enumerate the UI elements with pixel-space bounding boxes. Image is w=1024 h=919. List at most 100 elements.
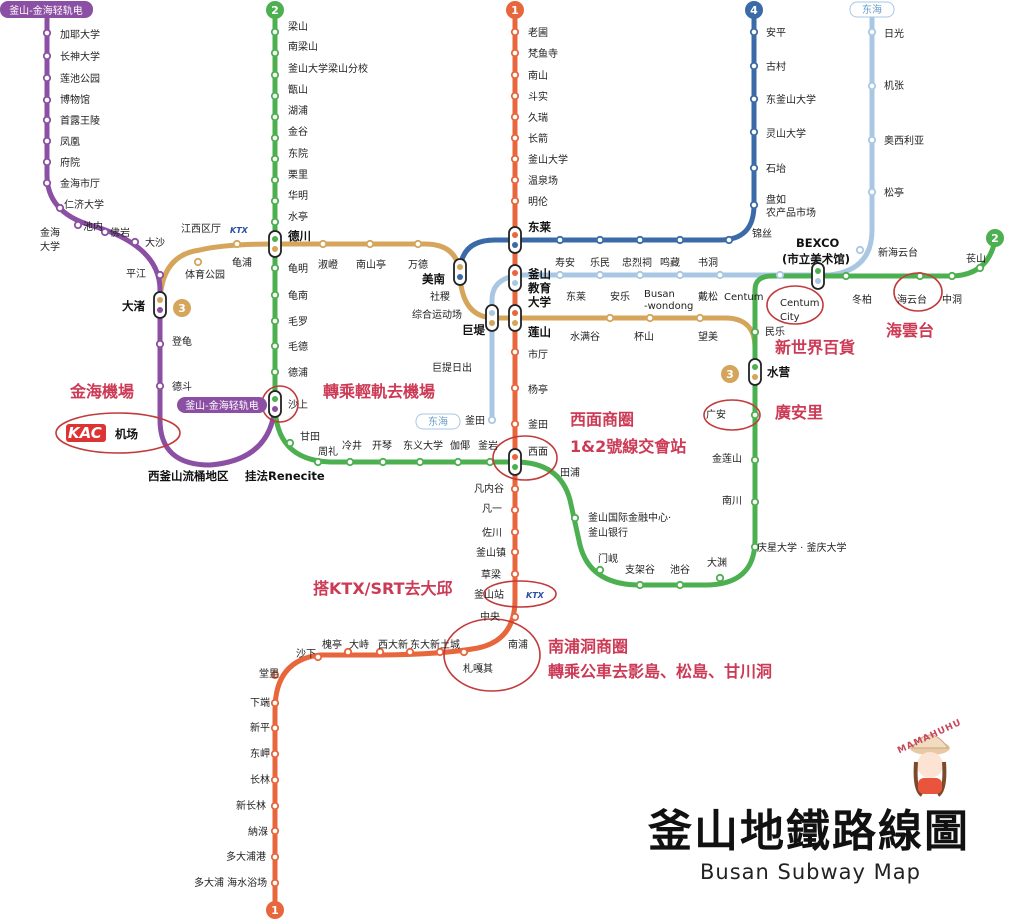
station-label: 毛德 — [288, 340, 308, 353]
station-label: 釜山大学梁山分校 — [288, 62, 368, 75]
transfer-station — [453, 258, 467, 286]
station-label: 堂里 — [259, 668, 279, 680]
line-1-end-badge — [266, 901, 284, 919]
station-label: 金海市厅 — [60, 177, 100, 190]
station-label: 加耶大学 — [60, 28, 100, 41]
station-dot — [270, 801, 280, 811]
station-label: 梁山 — [288, 20, 308, 33]
station-label: 梵鱼寺 — [528, 47, 558, 60]
station-label: 龟南 — [288, 289, 308, 302]
station-dot — [510, 419, 520, 429]
station-label: 大沙 — [145, 236, 165, 249]
line-2 — [272, 9, 998, 588]
station-dot — [749, 61, 759, 71]
station-label: 长林 — [250, 773, 270, 786]
station-dot — [435, 647, 445, 657]
station-label: 中洞 — [942, 293, 962, 306]
station-label: 东院 — [288, 147, 308, 160]
station-dot — [270, 112, 280, 122]
station-label: 府院 — [60, 156, 80, 169]
station-label: 平江 — [126, 268, 146, 280]
station-label: 佐川 — [482, 527, 502, 539]
transfer-dot — [512, 454, 518, 460]
transfer-dot — [272, 406, 278, 412]
station-label: 华明 — [288, 189, 308, 202]
station-dot — [675, 270, 685, 280]
station-label: 釜山镇 — [476, 546, 506, 559]
station-label: 冬柏 — [852, 293, 872, 306]
station-dot — [270, 670, 280, 680]
station-label: 新平 — [250, 721, 270, 734]
transfer-dot — [457, 274, 463, 280]
station-label: 石坮 — [766, 162, 786, 175]
station-dot — [405, 647, 415, 657]
station-dot — [635, 580, 645, 590]
station-dot — [750, 455, 760, 465]
station-label: 首露王陵 — [60, 114, 100, 127]
transfer-station — [508, 226, 522, 254]
station-dot — [595, 565, 605, 575]
station-label: 毛罗 — [288, 316, 308, 328]
station-label: 长神大学 — [60, 50, 100, 63]
station-label: 市厅 — [528, 348, 548, 361]
bg-line-badge — [0, 1, 93, 18]
station-label: 莲池公园 — [60, 72, 100, 85]
station-label: 盘如 — [766, 193, 786, 206]
station-label: 巨堤 — [462, 323, 485, 337]
logo-text: KTX — [526, 591, 545, 600]
station-dot — [510, 133, 520, 143]
centum-highlight — [766, 285, 824, 325]
station-label: 南川 — [722, 494, 742, 507]
station-label: 大学 — [40, 240, 60, 253]
station-dot — [510, 91, 520, 101]
station-dot — [232, 239, 242, 249]
donghae-badge — [849, 1, 895, 18]
station-label: 安平 — [766, 26, 786, 39]
station-dot — [55, 203, 65, 213]
station-label: -wondong — [644, 301, 693, 312]
station-dot — [510, 48, 520, 58]
station-dot — [750, 327, 760, 337]
station-label: 沙上 — [288, 399, 308, 411]
transfer-station — [268, 390, 282, 418]
station-label: 釜田 — [465, 414, 485, 427]
station-dot — [270, 852, 280, 862]
station-label: 池谷 — [670, 563, 690, 576]
station-dot — [675, 580, 685, 590]
station-label: BEXCO — [796, 236, 840, 250]
transfer-dot — [512, 310, 518, 316]
station-dot — [193, 257, 203, 267]
station-dot — [459, 647, 469, 657]
station-dot — [749, 200, 759, 210]
station-label: 土城 — [440, 638, 460, 651]
transfer-station — [748, 358, 762, 386]
station-dot — [724, 235, 734, 245]
station-label: 大学 — [528, 295, 551, 309]
station-dot — [510, 347, 520, 357]
station-dot — [595, 270, 605, 280]
station-label: 凤凰 — [60, 136, 80, 148]
annotation-label: 南浦洞商圈 — [548, 637, 628, 656]
station-label: 斗实 — [528, 90, 548, 103]
station-dot — [413, 239, 423, 249]
line-4 — [457, 9, 757, 273]
station-dot — [510, 383, 520, 393]
station-dot — [155, 270, 165, 280]
station-dot — [510, 70, 520, 80]
station-label: 久瑞 — [528, 112, 548, 124]
station-dot — [42, 157, 52, 167]
line-2-badge — [266, 1, 284, 19]
annotation-label: 搭KTX/SRT去大邱 — [313, 579, 453, 598]
line-2-end-badge — [986, 229, 1004, 247]
transfer-dot — [489, 310, 495, 316]
transfer-dot — [272, 246, 278, 252]
station-label: 锦丝 — [752, 227, 772, 240]
station-label: 杨亭 — [528, 383, 548, 396]
station-dot — [867, 81, 877, 91]
station-labels: 加耶大学长神大学莲池公园博物馆首露王陵凤凰府院金海市厅仁济大学金海大学池内佛岩大… — [40, 20, 986, 889]
station-dot — [595, 235, 605, 245]
station-label: 甑山 — [288, 83, 308, 96]
station-label: 龟明 — [288, 263, 308, 275]
line-2-end-badge-label: 2 — [991, 232, 999, 245]
donghae-badge-label: 东海 — [862, 3, 882, 16]
